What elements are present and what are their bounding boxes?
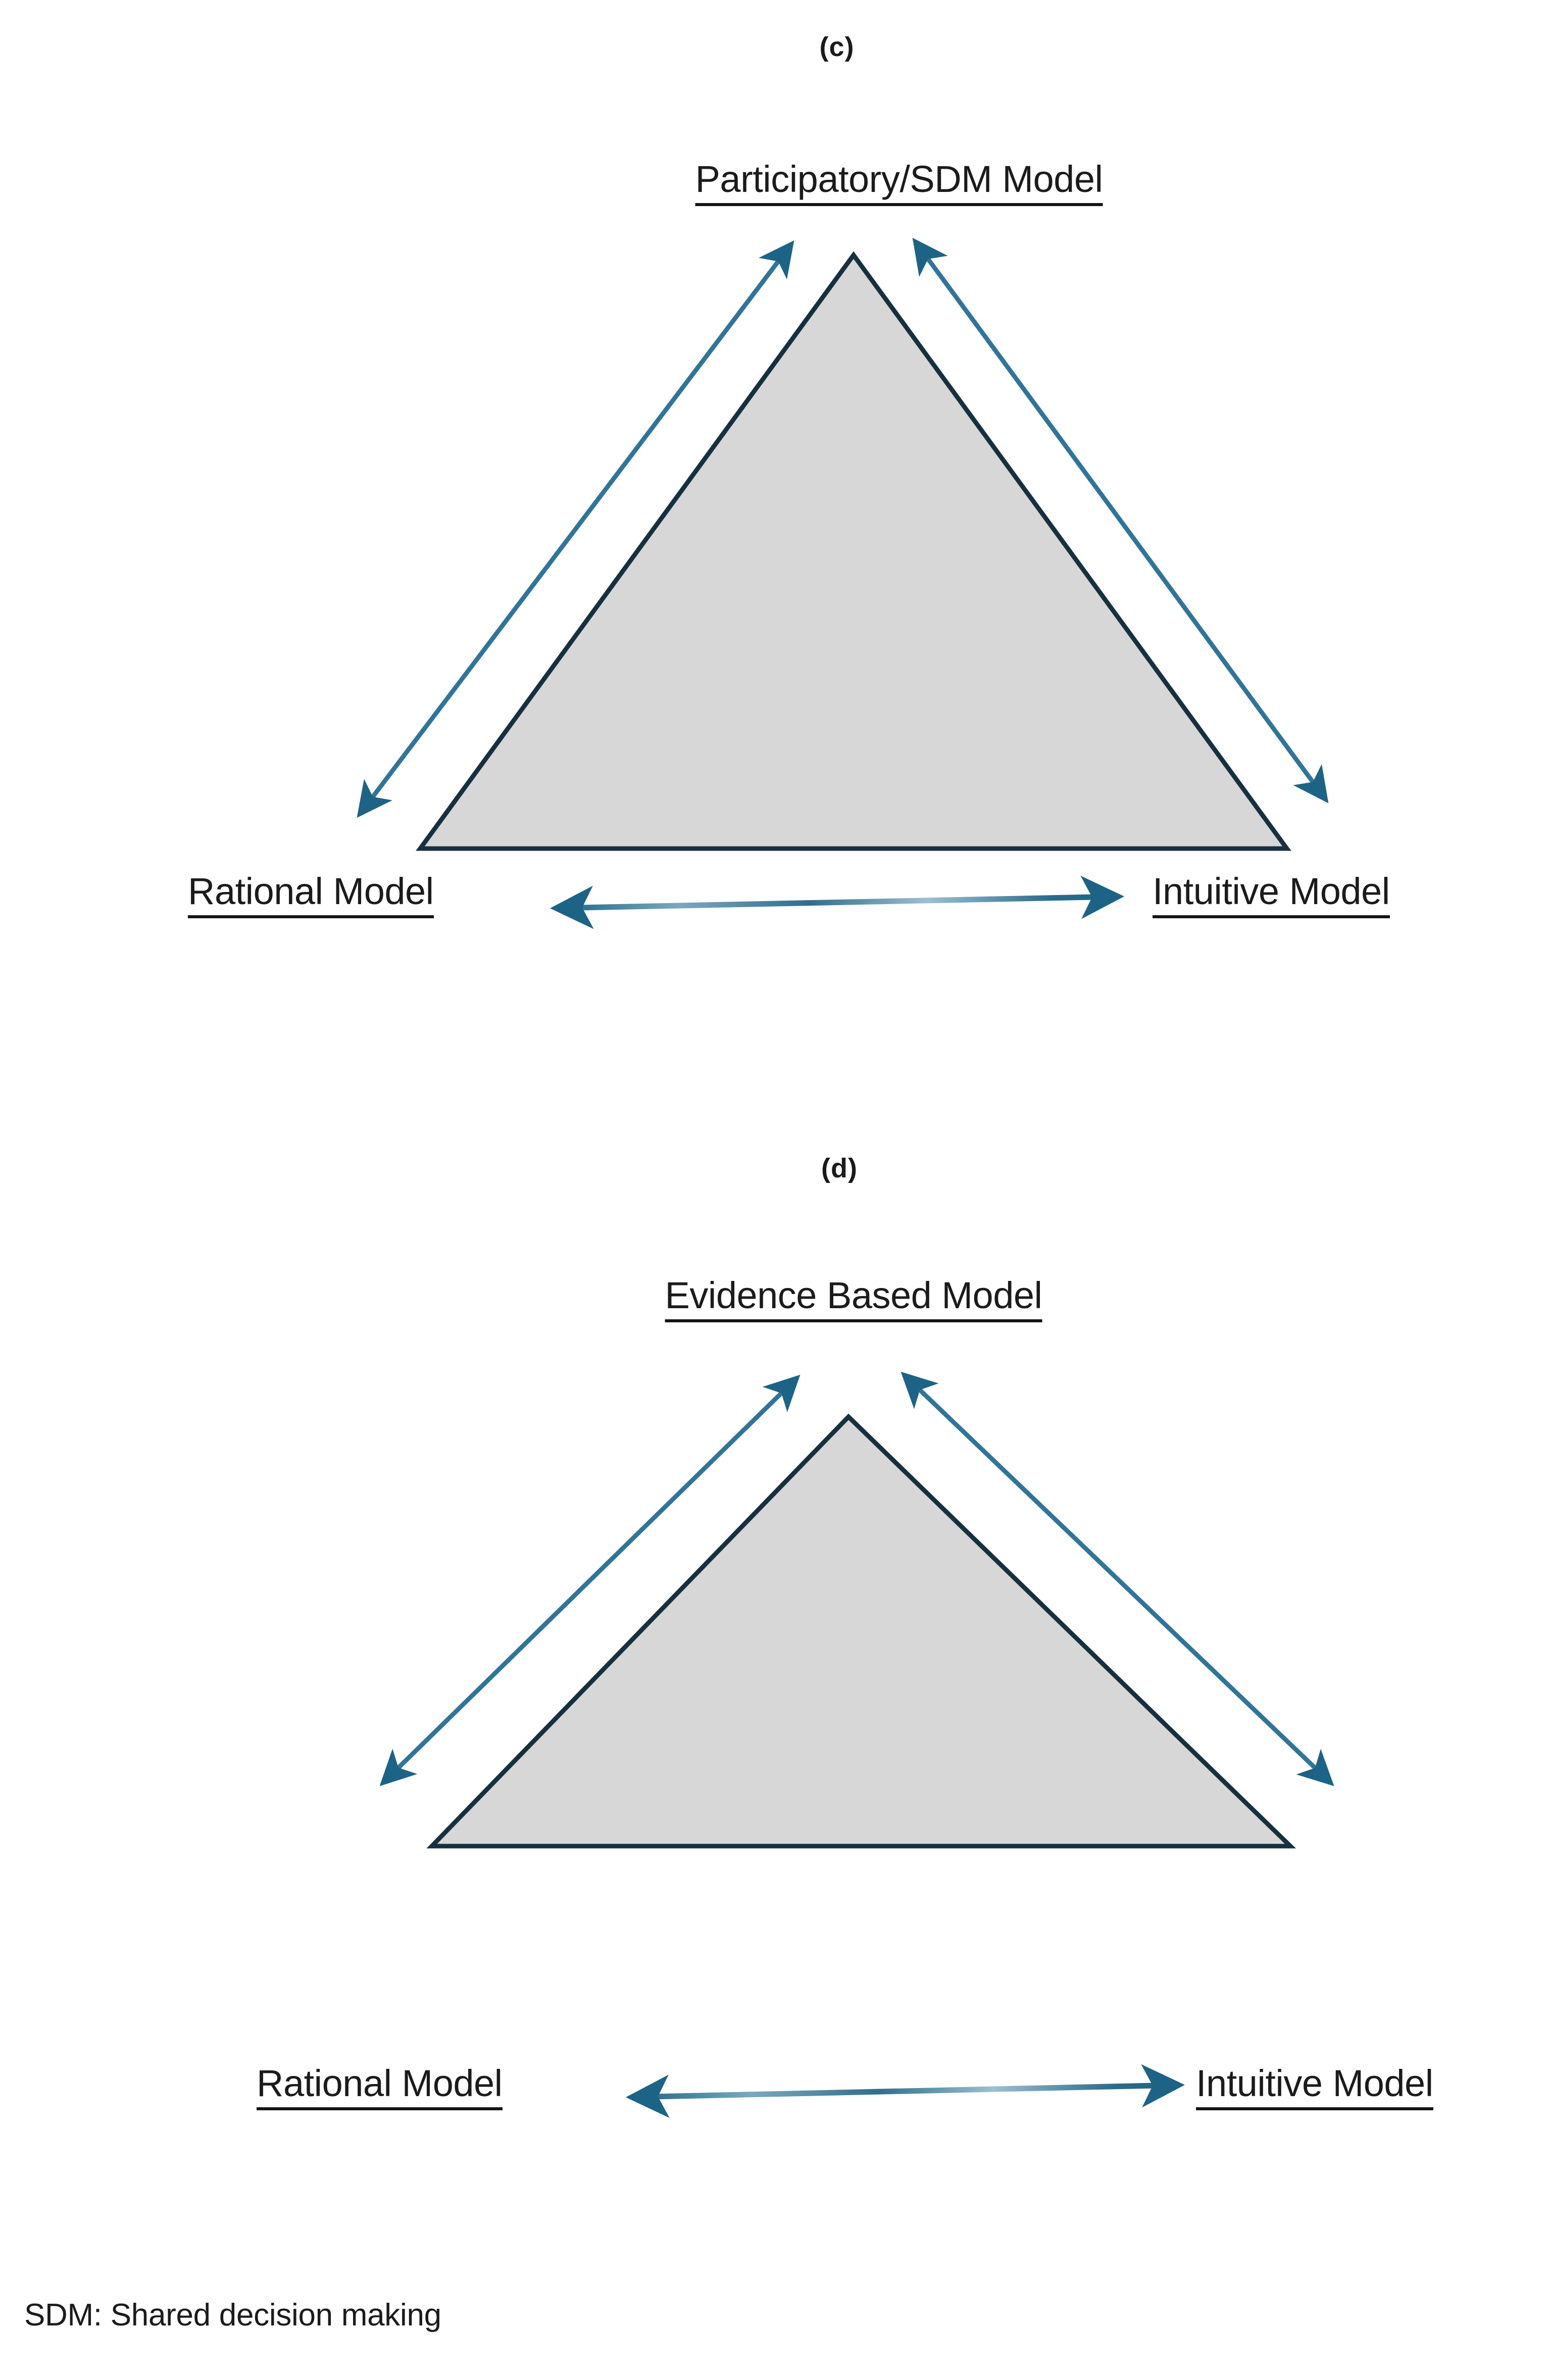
panel-c-triangle xyxy=(416,251,1291,851)
panel-d-apex-label: Evidence Based Model xyxy=(665,1277,1042,1322)
panel-d-arrows xyxy=(379,1371,1334,1787)
panel-c-caption: (c) xyxy=(819,32,855,62)
panel-c-apex-label-text: Participatory/SDM Model xyxy=(695,161,1103,206)
panel-d-right-label: Intuitive Model xyxy=(1196,2065,1433,2110)
panel-d-apex-label-text: Evidence Based Model xyxy=(665,1277,1042,1322)
panel-c-arrows xyxy=(357,237,1329,818)
arrow-apex-left-d xyxy=(379,1374,801,1787)
arrow-apex-right-d xyxy=(901,1371,1334,1787)
panel-d-triangle xyxy=(426,1413,1296,1849)
panel-c-left-label: Rational Model xyxy=(188,873,434,918)
panel-d-right-label-text: Intuitive Model xyxy=(1196,2065,1433,2110)
arrow-apex-left-c xyxy=(357,240,794,818)
panel-c-base-arrow xyxy=(550,875,1124,929)
panel-c-right-label: Intuitive Model xyxy=(1153,873,1390,918)
panel-c-apex-label: Participatory/SDM Model xyxy=(695,161,1103,206)
panel-d-caption: (d) xyxy=(821,1153,858,1183)
panel-c-left-label-text: Rational Model xyxy=(188,873,434,918)
arrow-apex-right-c xyxy=(912,237,1329,804)
panel-d-left-label-text: Rational Model xyxy=(257,2065,503,2110)
panel-c-right-label-text: Intuitive Model xyxy=(1153,873,1390,918)
arrow-left-right-c xyxy=(550,875,1124,929)
arrow-left-right-d xyxy=(626,2064,1185,2118)
figure-footnote: SDM: Shared decision making xyxy=(24,2298,441,2333)
panel-d-left-label: Rational Model xyxy=(257,2065,503,2110)
panel-d-base-arrow xyxy=(626,2064,1185,2118)
